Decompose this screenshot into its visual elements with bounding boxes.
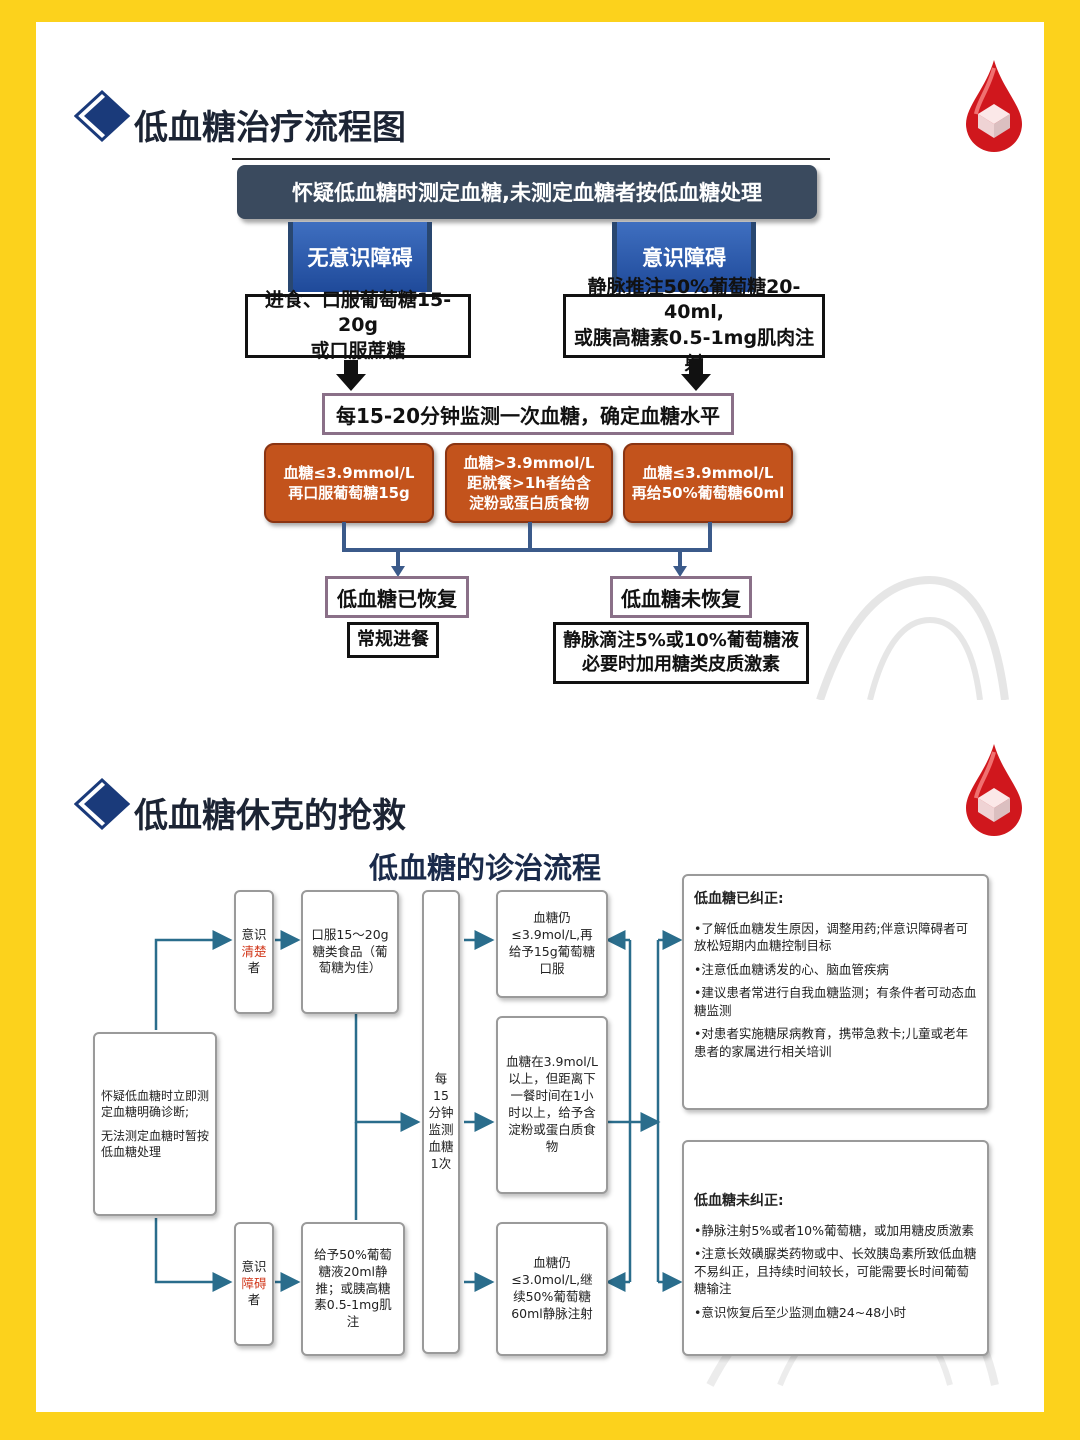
diamond-bullet-icon <box>74 89 131 143</box>
conscious-clear-a: 意识 <box>241 926 267 942</box>
orange2-line3: 淀粉或蛋白质食物 <box>468 494 589 513</box>
flow-connectors <box>154 930 683 1292</box>
blood-drop-icon <box>966 744 1022 836</box>
corrected-item: •对患者实施糖尿病教育，携带急救卡;儿童或老年患者的家属进行相关培训 <box>694 1026 969 1059</box>
recovered-box: 低血糖已恢复 <box>325 576 469 618</box>
uncorrected-item: •静脉注射5%或者10%葡萄糖，或加用糖皮质激素 <box>694 1222 974 1238</box>
iv-glucose-box: 静脉推注50%葡萄糖20-40ml, 或胰高糖素0.5-1mg肌肉注射 <box>563 276 825 375</box>
start-box: 怀疑低血糖时立即测定血糖明确诊断; 无法测定血糖时暂按低血糖处理 <box>93 1032 217 1216</box>
result-food-box: 血糖在3.9mol/L以上，但距离下一餐时间在1小时以上，给予含淀粉或蛋白质食物 <box>496 1016 608 1194</box>
corrected-title: 低血糖已纠正: <box>694 891 784 907</box>
top-instruction-box: 怀疑低血糖时测定血糖,未测定血糖者按低血糖处理 <box>237 165 817 219</box>
uncorrected-item: •注意长效磺脲类药物或中、长效胰岛素所致低血糖不易纠正，且持续时间较长，可能需要… <box>694 1246 977 1297</box>
monitor-box: 每15-20分钟监测一次血糖，确定血糖水平 <box>322 393 734 435</box>
iv-drip-box: 静脉滴注5%或10%葡萄糖液 必要时加用糖类皮质激素 <box>553 622 809 684</box>
oral-glucose-box: 进食、口服葡萄糖15-20g 或口服蔗糖 <box>245 289 471 362</box>
diamond-bullet-icon <box>74 777 131 831</box>
branch-no-consciousness-disorder: 无意识障碍 <box>288 222 432 292</box>
orange1-line1: 血糖≤3.9mmol/L <box>283 463 415 482</box>
regular-meal-box: 常规进餐 <box>347 622 439 658</box>
orange3-line2: 再给50%葡萄糖60ml <box>631 484 785 502</box>
result-iv-again-box: 血糖仍≤3.0mol/L,继续50%葡萄糖60ml静脉注射 <box>496 1222 608 1356</box>
iv-glucagon-box: 给予50%葡萄糖液20ml静推；或胰高糖素0.5-1mg肌注 <box>301 1222 405 1356</box>
low-glucose-iv-box: 血糖≤3.9mmol/L 再给50%葡萄糖60ml <box>623 443 793 523</box>
corrected-item: •注意低血糖诱发的心、脑血管疾病 <box>694 961 889 977</box>
uncorrected-item: •意识恢复后至少监测血糖24~48小时 <box>694 1304 907 1320</box>
uncorrected-title: 低血糖未纠正: <box>694 1193 784 1209</box>
start-line2: 无法测定血糖时暂按低血糖处理 <box>101 1129 210 1160</box>
not-recovered-box: 低血糖未恢复 <box>610 576 752 618</box>
iv-drip-line2: 必要时加用糖类皮质激素 <box>582 654 780 675</box>
watermark-arcs <box>816 575 1009 700</box>
start-line1: 怀疑低血糖时立即测定血糖明确诊断; <box>101 1088 210 1119</box>
iv-glucose-line1: 静脉推注50%葡萄糖20-40ml, <box>587 275 801 324</box>
orange2-line2: 距就餐>1h者给含 <box>467 473 591 492</box>
conscious-clear-b: 清楚 <box>241 943 267 959</box>
blood-drop-icon <box>966 60 1022 152</box>
conscious-clear-box: 意识 清楚 者 <box>234 890 274 1014</box>
down-arrow-icon <box>681 360 711 391</box>
conscious-impaired-c: 者 <box>247 1292 261 1308</box>
conscious-impaired-a: 意识 <box>241 1258 267 1274</box>
oral-glucose-line1: 进食、口服葡萄糖15-20g <box>264 288 452 337</box>
branch-consciousness-disorder: 意识障碍 <box>612 222 756 292</box>
section-title: 低血糖休克的抢救 <box>134 796 406 836</box>
merge-connector <box>342 522 712 577</box>
title-underline <box>232 158 830 160</box>
corrected-item: •建议患者常进行自我血糖监测；有条件者可动态血糖监测 <box>694 985 977 1018</box>
down-arrow-icon <box>336 360 366 391</box>
orange1-line2: 再口服葡萄糖15g <box>288 484 410 502</box>
section-title: 低血糖治疗流程图 <box>134 108 406 148</box>
orange3-line1: 血糖≤3.9mmol/L <box>642 463 774 482</box>
uncorrected-info-box: 低血糖未纠正: •静脉注射5%或者10%葡萄糖，或加用糖皮质激素 •注意长效磺脲… <box>682 1140 989 1356</box>
corrected-info-box: 低血糖已纠正: •了解低血糖发生原因，调整用药;伴意识障碍者可放松短期内血糖控制… <box>682 874 989 1110</box>
result-oral-again-box: 血糖仍≤3.9mol/L,再给予15g葡萄糖口服 <box>496 890 608 998</box>
oral-glucose-line2: 或口服蔗糖 <box>310 339 406 362</box>
normal-glucose-food-box: 血糖>3.9mmol/L 距就餐>1h者给含 淀粉或蛋白质食物 <box>445 443 613 523</box>
iv-drip-line1: 静脉滴注5%或10%葡萄糖液 <box>563 629 799 651</box>
low-glucose-oral-box: 血糖≤3.9mmol/L 再口服葡萄糖15g <box>264 443 434 523</box>
conscious-clear-c: 者 <box>247 960 261 976</box>
conscious-impaired-b: 障碍 <box>241 1275 267 1291</box>
corrected-item: •了解低血糖发生原因，调整用药;伴意识障碍者可放松短期内血糖控制目标 <box>694 920 969 954</box>
conscious-impaired-box: 意识 障碍 者 <box>234 1222 274 1346</box>
flow-subtitle: 低血糖的诊治流程 <box>368 851 601 885</box>
monitor-every-15min-box: 每15分钟监测血糖1次 <box>422 890 460 1354</box>
orange2-line1: 血糖>3.9mmol/L <box>463 453 595 472</box>
oral-sugar-box: 口服15～20g糖类食品（葡萄糖为佳） <box>301 890 399 1014</box>
